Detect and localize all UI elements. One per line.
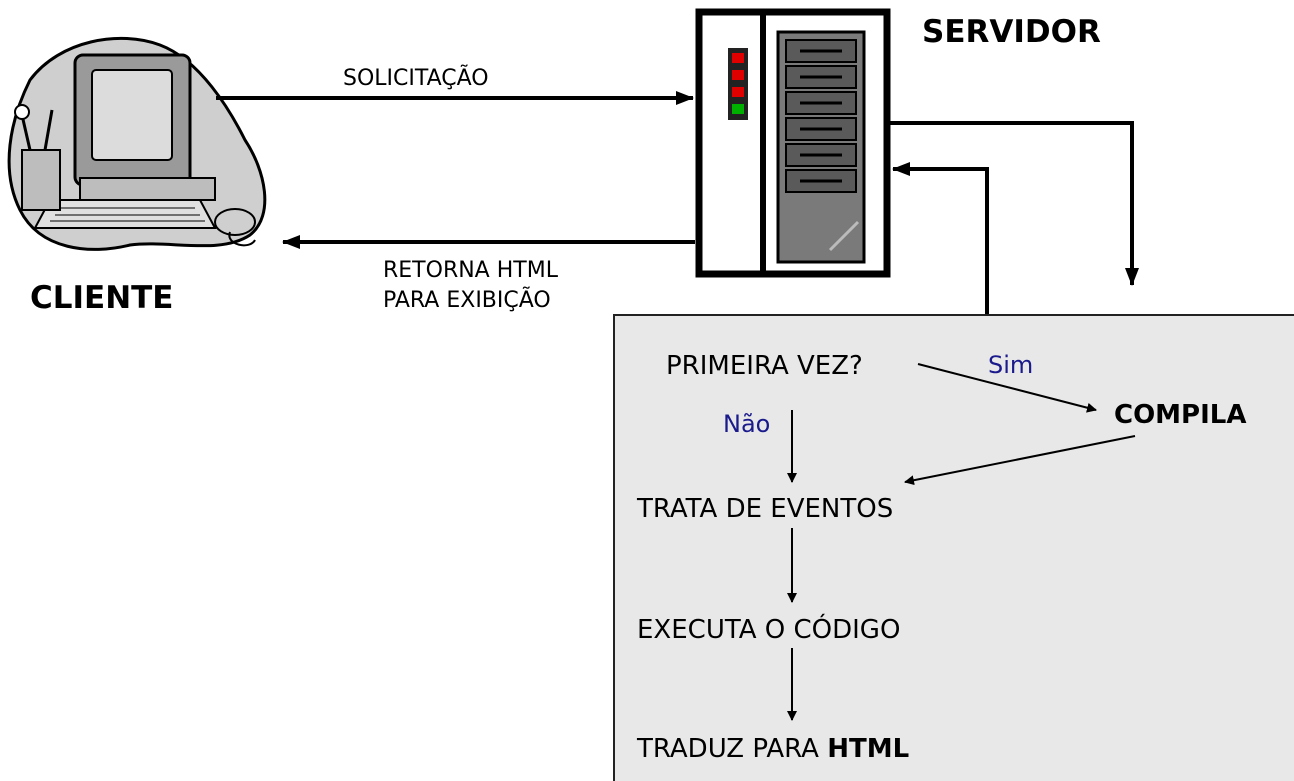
server-process-panel: [613, 314, 1294, 781]
led-red-icon: [732, 53, 744, 63]
led-green-icon: [732, 104, 744, 114]
translate-step-prefix: TRADUZ PARA: [637, 734, 828, 764]
server-to-process-arrow: [889, 121, 1139, 286]
first-time-question: PRIMEIRA VEZ?: [666, 351, 863, 381]
server-title: SERVIDOR: [922, 14, 1101, 50]
compile-step: COMPILA: [1114, 400, 1247, 430]
response-label-line1: RETORNA HTML: [383, 258, 558, 283]
compile-to-events-arrow: [904, 435, 1136, 486]
events-step: TRATA DE EVENTOS: [637, 494, 894, 524]
execute-step: EXECUTA O CÓDIGO: [637, 615, 901, 645]
yes-label: Sim: [988, 351, 1034, 379]
first-time-to-compile-arrow: [917, 363, 1097, 413]
server-tower-icon: [695, 8, 891, 278]
translate-step-html: HTML: [827, 734, 910, 764]
process-to-server-arrow: [892, 162, 989, 314]
translate-step: TRADUZ PARA HTML: [637, 734, 909, 764]
led-red-icon: [732, 70, 744, 80]
computer-icon: [7, 36, 267, 251]
request-label: SOLICITAÇÃO: [343, 66, 489, 91]
response-label-line2: PARA EXIBIÇÃO: [383, 288, 551, 313]
led-red-icon: [732, 87, 744, 97]
no-label: Não: [723, 410, 771, 438]
client-title: CLIENTE: [30, 280, 174, 316]
